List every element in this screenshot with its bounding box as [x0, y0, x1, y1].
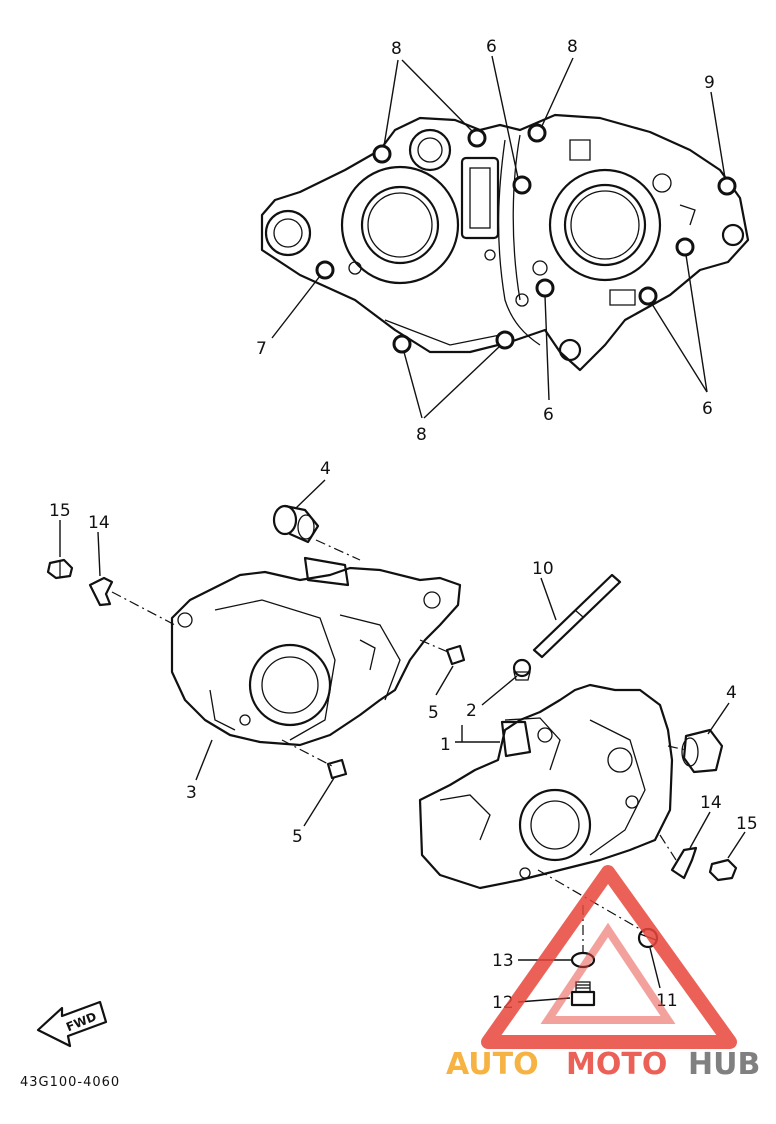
callout-1: 1: [440, 735, 451, 755]
callout-6: 6: [486, 37, 497, 57]
watermark-hub: HUB: [688, 1047, 760, 1082]
callout-6: 6: [702, 399, 713, 419]
callout-numbers: 8 6 8 9 7 8 6 6 4 15 14 10 5 2 1 4 3 5 1…: [49, 37, 758, 1013]
callout-10: 10: [532, 559, 554, 579]
bottom-leader-lines: [59, 479, 746, 1003]
bushing-right: [681, 728, 724, 774]
left-crankcase-half: [170, 556, 462, 747]
right-crankcase-half: [418, 683, 674, 890]
dowel-pin-upper: [445, 644, 466, 666]
top-leader-lines: [271, 55, 726, 419]
callout-9: 9: [704, 73, 715, 93]
callout-5: 5: [428, 703, 439, 723]
callout-2: 2: [466, 701, 477, 721]
bushing-upper: [272, 504, 320, 544]
pin-rod: [532, 573, 622, 659]
watermark-moto: MOTO: [566, 1047, 667, 1082]
fwd-arrow-icon: FWD: [36, 1000, 108, 1048]
callout-8: 8: [391, 39, 402, 59]
callout-8: 8: [567, 37, 578, 57]
dowel-pin-lower: [326, 758, 348, 780]
callout-7: 7: [256, 339, 267, 359]
crankcase-top-view: [260, 113, 750, 372]
bolt-right: [708, 858, 738, 882]
watermark-auto: AUTO: [446, 1047, 539, 1082]
callout-5: 5: [292, 827, 303, 847]
callout-4: 4: [726, 683, 737, 703]
callout-6: 6: [543, 405, 554, 425]
callout-14: 14: [700, 793, 722, 813]
drain-bolt: [570, 981, 596, 1007]
clip-right: [670, 846, 698, 880]
callout-15: 15: [736, 814, 758, 834]
automotohub-watermark: AUTO MOTO HUB: [446, 865, 760, 1082]
callout-4: 4: [320, 459, 331, 479]
callout-3: 3: [186, 783, 197, 803]
callout-15: 15: [49, 501, 71, 521]
clip-left: [88, 576, 114, 607]
bolt-left: [46, 558, 74, 580]
callout-8: 8: [416, 425, 427, 445]
part-code: 43G100-4060: [20, 1075, 120, 1090]
watermark-triangle-icon: [481, 865, 737, 1049]
callout-13: 13: [492, 951, 514, 971]
callout-14: 14: [88, 513, 110, 533]
